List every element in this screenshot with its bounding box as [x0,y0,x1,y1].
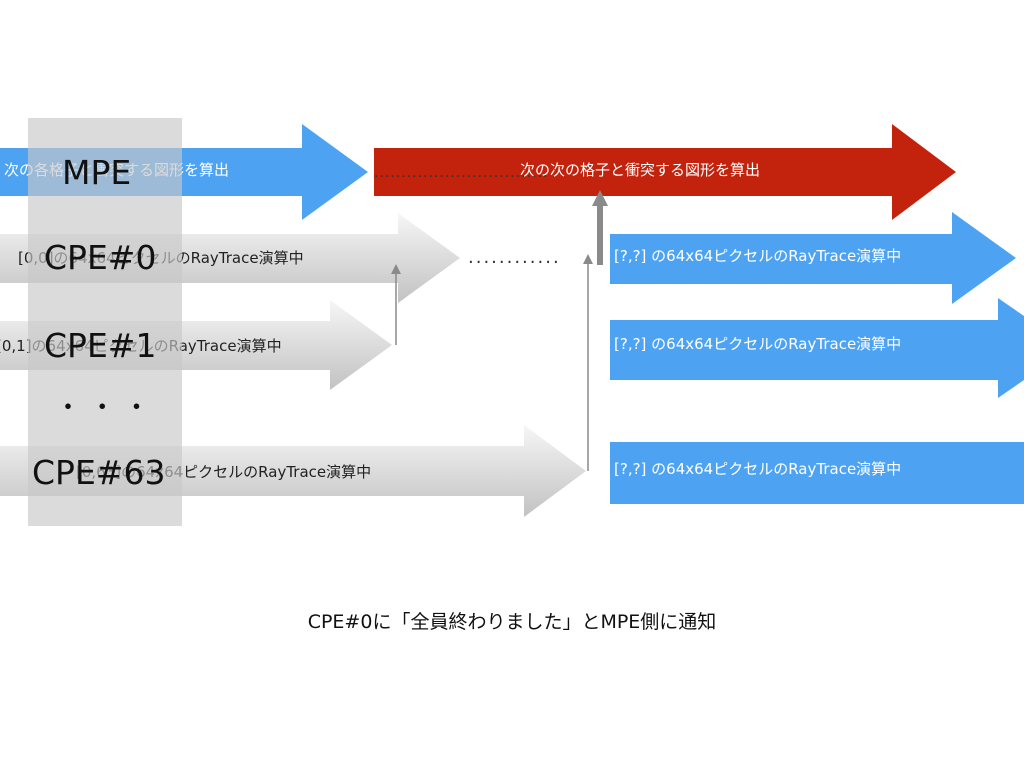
cpe1-label: CPE#1 [44,326,157,365]
cpe63-label: CPE#63 [32,453,166,492]
mpe-label: MPE [62,153,132,192]
cpe0-next-label: [?,?] の64x64ピクセルのRayTrace演算中 [614,247,902,265]
mpe-gap-dots: ................................ [374,165,549,181]
processor-column [28,118,182,526]
cpe1-next-arrow [610,298,1024,398]
cpe-gap-dots: ............ [468,247,561,268]
cpe63-next-bar [610,442,1024,504]
cpe0-label: CPE#0 [44,238,157,277]
connector-to-mpe-head [592,190,608,206]
cpe0-next-arrow [610,212,1016,304]
mpe-next-arrow [374,124,956,220]
caption: CPE#0に「全員終わりました」とMPE側に通知 [307,611,717,633]
cpe1-next-label: [?,?] の64x64ピクセルのRayTrace演算中 [614,335,902,353]
connector-cpe1-up-head [391,264,401,274]
mpe-next-label: 次の次の格子と衝突する図形を算出 [520,161,761,179]
cpe63-next-label: [?,?] の64x64ピクセルのRayTrace演算中 [614,460,902,478]
connector-cpe63-up-head [583,254,593,264]
ellipsis-label: ・ ・ ・ [55,393,150,423]
